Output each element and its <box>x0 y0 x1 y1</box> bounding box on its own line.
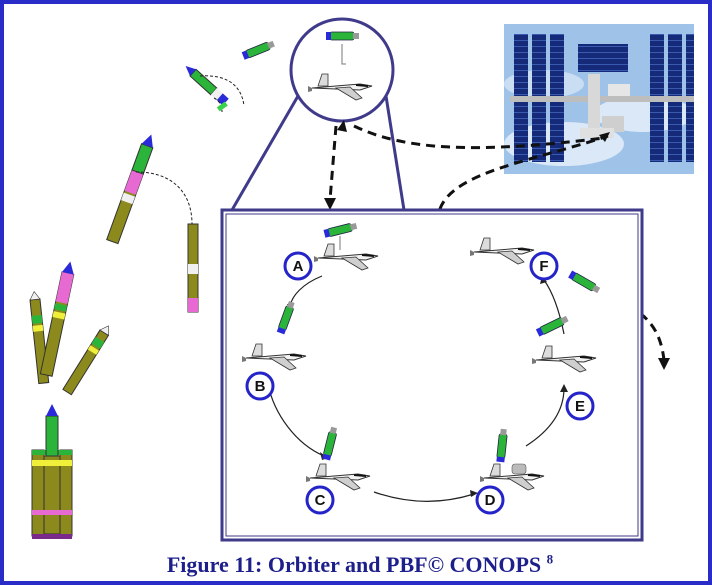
step-label-f-text: F <box>539 258 548 275</box>
transfer-arrows <box>328 124 666 361</box>
step-label-d: D <box>475 485 505 515</box>
step-label-b-text: B <box>255 378 266 395</box>
footnote-reference: 8 <box>546 551 554 567</box>
conops-diagram: A B C D E F <box>29 17 694 542</box>
orbit-detail-circle <box>230 17 406 211</box>
step-label-a-text: A <box>293 258 304 275</box>
orbit-sequence-inset: A B C D E F <box>220 208 644 542</box>
step-label-e: E <box>565 391 595 421</box>
step-label-b: B <box>245 371 275 401</box>
step-label-c: C <box>305 485 335 515</box>
launch-vehicle-sequence <box>29 39 276 539</box>
figure-caption: Figure 11: Orbiter and PBF© CONOPS 8 <box>4 551 708 578</box>
step-label-e-text: E <box>575 398 585 415</box>
step-label-d-text: D <box>485 492 496 509</box>
step-label-c-text: C <box>315 492 326 509</box>
arrow-heads <box>324 120 670 370</box>
iss-photo <box>504 24 694 174</box>
caption-text: Figure 11: Orbiter and PBF© CONOPS <box>166 552 542 577</box>
step-label-f: F <box>529 251 559 281</box>
step-label-a: A <box>283 251 313 281</box>
